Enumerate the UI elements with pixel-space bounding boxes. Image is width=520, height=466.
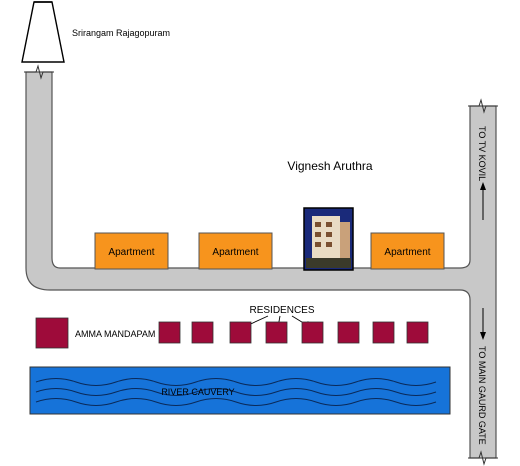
apartment-block: Apartment	[370, 232, 445, 270]
residences-label: RESIDENCES	[249, 305, 314, 316]
road-break-mark	[24, 64, 54, 80]
road-break-mark	[468, 450, 498, 466]
gopuram-icon	[21, 1, 65, 63]
apartment-block: Apartment	[198, 232, 273, 270]
apartment-label: Apartment	[108, 247, 154, 258]
road-network	[24, 64, 498, 466]
apartment-label: Apartment	[384, 247, 430, 258]
residence-block	[372, 321, 395, 344]
residence-block	[406, 321, 429, 344]
apartment-block: Apartment	[94, 232, 169, 270]
building-name-label: Vignesh Aruthra	[287, 159, 372, 173]
residence-block	[301, 321, 324, 344]
mandapam-label: AMMA MANDAPAM	[75, 329, 155, 339]
mandapam-block	[35, 317, 69, 349]
river	[29, 366, 451, 415]
residence-block	[337, 321, 360, 344]
residence-block	[158, 321, 181, 344]
apartment-label: Apartment	[212, 247, 258, 258]
building-photo	[303, 207, 354, 271]
north-arrow-icon	[480, 182, 486, 220]
landmark-label: Srirangam Rajagopuram	[72, 28, 170, 38]
residence-block	[191, 321, 214, 344]
road-south-label: TO MAIN GAURD GATE	[477, 346, 487, 445]
river-label: RIVER CAUVERY	[161, 387, 234, 397]
road-north-label: TO TV KOVIL	[477, 126, 487, 181]
residence-block	[229, 321, 252, 344]
residence-block	[265, 321, 288, 344]
road-break-mark	[468, 98, 498, 114]
south-arrow-icon	[480, 308, 486, 340]
